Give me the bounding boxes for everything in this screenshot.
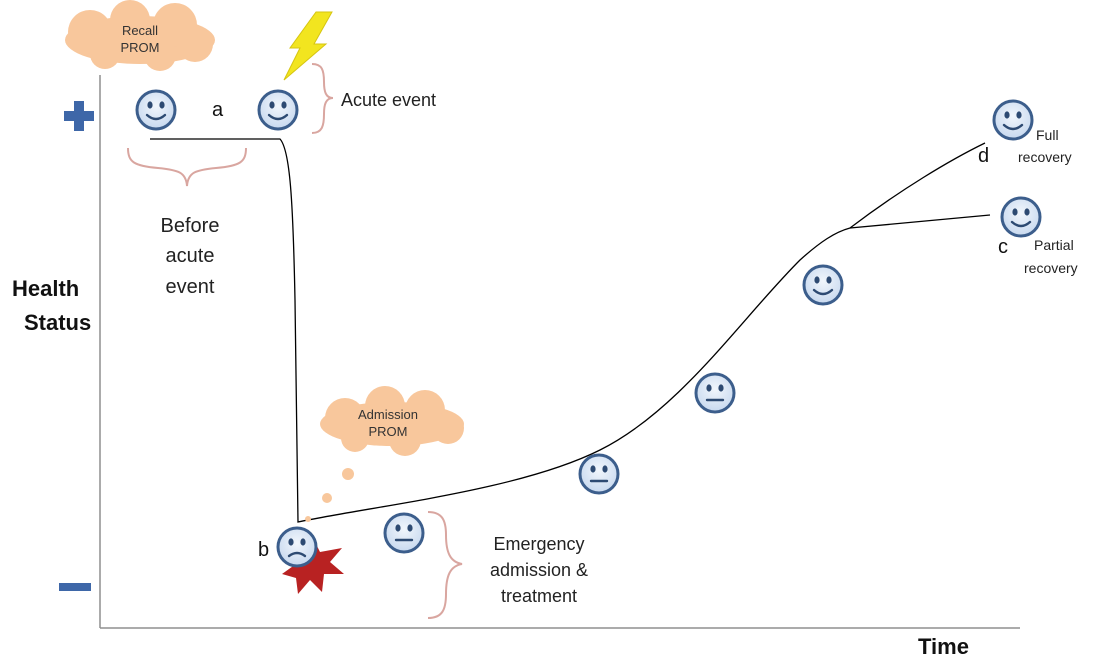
neutral-face-icon [578, 453, 620, 495]
admission-cloud-line2: PROM [369, 424, 408, 439]
neutral-face-icon [694, 372, 736, 414]
full-recovery-label-line1: Full [1036, 127, 1059, 143]
admission-prom-cloud: Admission PROM [320, 386, 464, 456]
y-axis-label-line2: Status [24, 310, 91, 335]
emergency-label-line2: admission & [490, 560, 588, 580]
lightning-icon [283, 11, 333, 81]
before-event-label-line3: event [166, 276, 215, 298]
minus-icon [59, 583, 91, 591]
trajectory-curve [150, 138, 986, 523]
point-d-label: d [978, 145, 989, 167]
smiley-face-icon [135, 89, 177, 131]
burst-icon [282, 536, 344, 594]
full-recovery-label-line2: recovery [1018, 149, 1072, 165]
recall-cloud-line1: Recall [122, 23, 158, 38]
partial-recovery-label-line1: Partial [1034, 237, 1074, 253]
thought-bubble-large [342, 468, 354, 480]
neutral-face-icon [383, 512, 425, 554]
recall-cloud-line2: PROM [121, 40, 160, 55]
point-c-label: c [998, 236, 1008, 258]
smiley-face-icon [257, 89, 299, 131]
smiley-face-icon [992, 99, 1034, 141]
point-b-label: b [258, 539, 269, 561]
smiley-face-icon [802, 264, 844, 306]
smiley-face-icon [1000, 196, 1042, 238]
acute-event-label: Acute event [341, 90, 436, 110]
emergency-label-line3: treatment [501, 586, 577, 606]
partial-recovery-label-line2: recovery [1024, 260, 1078, 276]
thought-bubble-small [305, 516, 311, 522]
before-event-label-line2: acute [166, 245, 215, 267]
plus-icon [64, 101, 94, 131]
x-axis-label: Time [918, 634, 969, 659]
emergency-label-line1: Emergency [493, 534, 584, 554]
point-a-label: a [212, 99, 224, 121]
before-event-brace [127, 147, 247, 187]
acute-event-brace [311, 63, 334, 134]
sad-face-icon [276, 526, 318, 568]
before-event-label-line1: Before [161, 215, 220, 237]
y-axis-label-line1: Health [12, 276, 79, 301]
emergency-brace [427, 511, 463, 619]
recall-prom-cloud: Recall PROM [65, 0, 215, 71]
admission-cloud-line1: Admission [358, 407, 418, 422]
thought-bubble-medium [322, 493, 332, 503]
partial-recovery-branch [849, 214, 991, 229]
